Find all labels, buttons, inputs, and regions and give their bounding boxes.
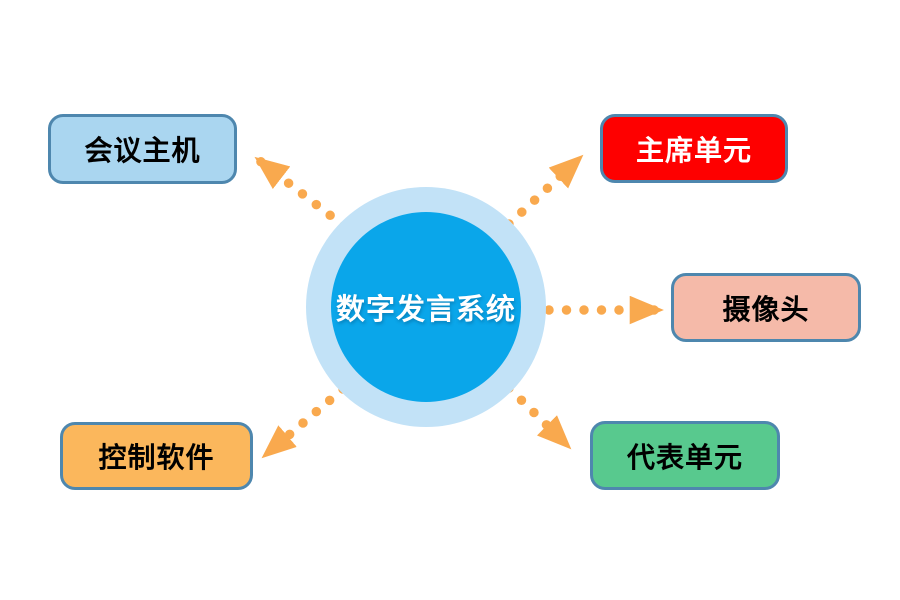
node-delegate-unit-label: 代表单元 xyxy=(626,441,743,473)
center-hub[interactable]: 数字发言系统 xyxy=(331,212,521,402)
node-control-software[interactable]: 控制软件 xyxy=(60,422,253,490)
connector-to-conference-host xyxy=(251,153,349,231)
node-conference-host[interactable]: 会议主机 xyxy=(48,114,237,184)
node-camera-label: 摄像头 xyxy=(722,293,810,325)
node-chairman-unit[interactable]: 主席单元 xyxy=(600,114,788,183)
center-hub-label: 数字发言系统 xyxy=(335,294,516,326)
node-chairman-unit-label: 主席单元 xyxy=(635,134,752,166)
node-control-software-label: 控制软件 xyxy=(98,442,215,473)
connector-to-chairman-unit xyxy=(504,151,587,229)
connector-to-control-software xyxy=(258,384,348,462)
node-delegate-unit[interactable]: 代表单元 xyxy=(590,421,780,490)
connector-to-delegate-unit xyxy=(504,383,575,453)
center-hub-ring: 数字发言系统 xyxy=(306,187,546,427)
node-conference-host-label: 会议主机 xyxy=(84,135,201,166)
node-camera[interactable]: 摄像头 xyxy=(671,273,861,342)
